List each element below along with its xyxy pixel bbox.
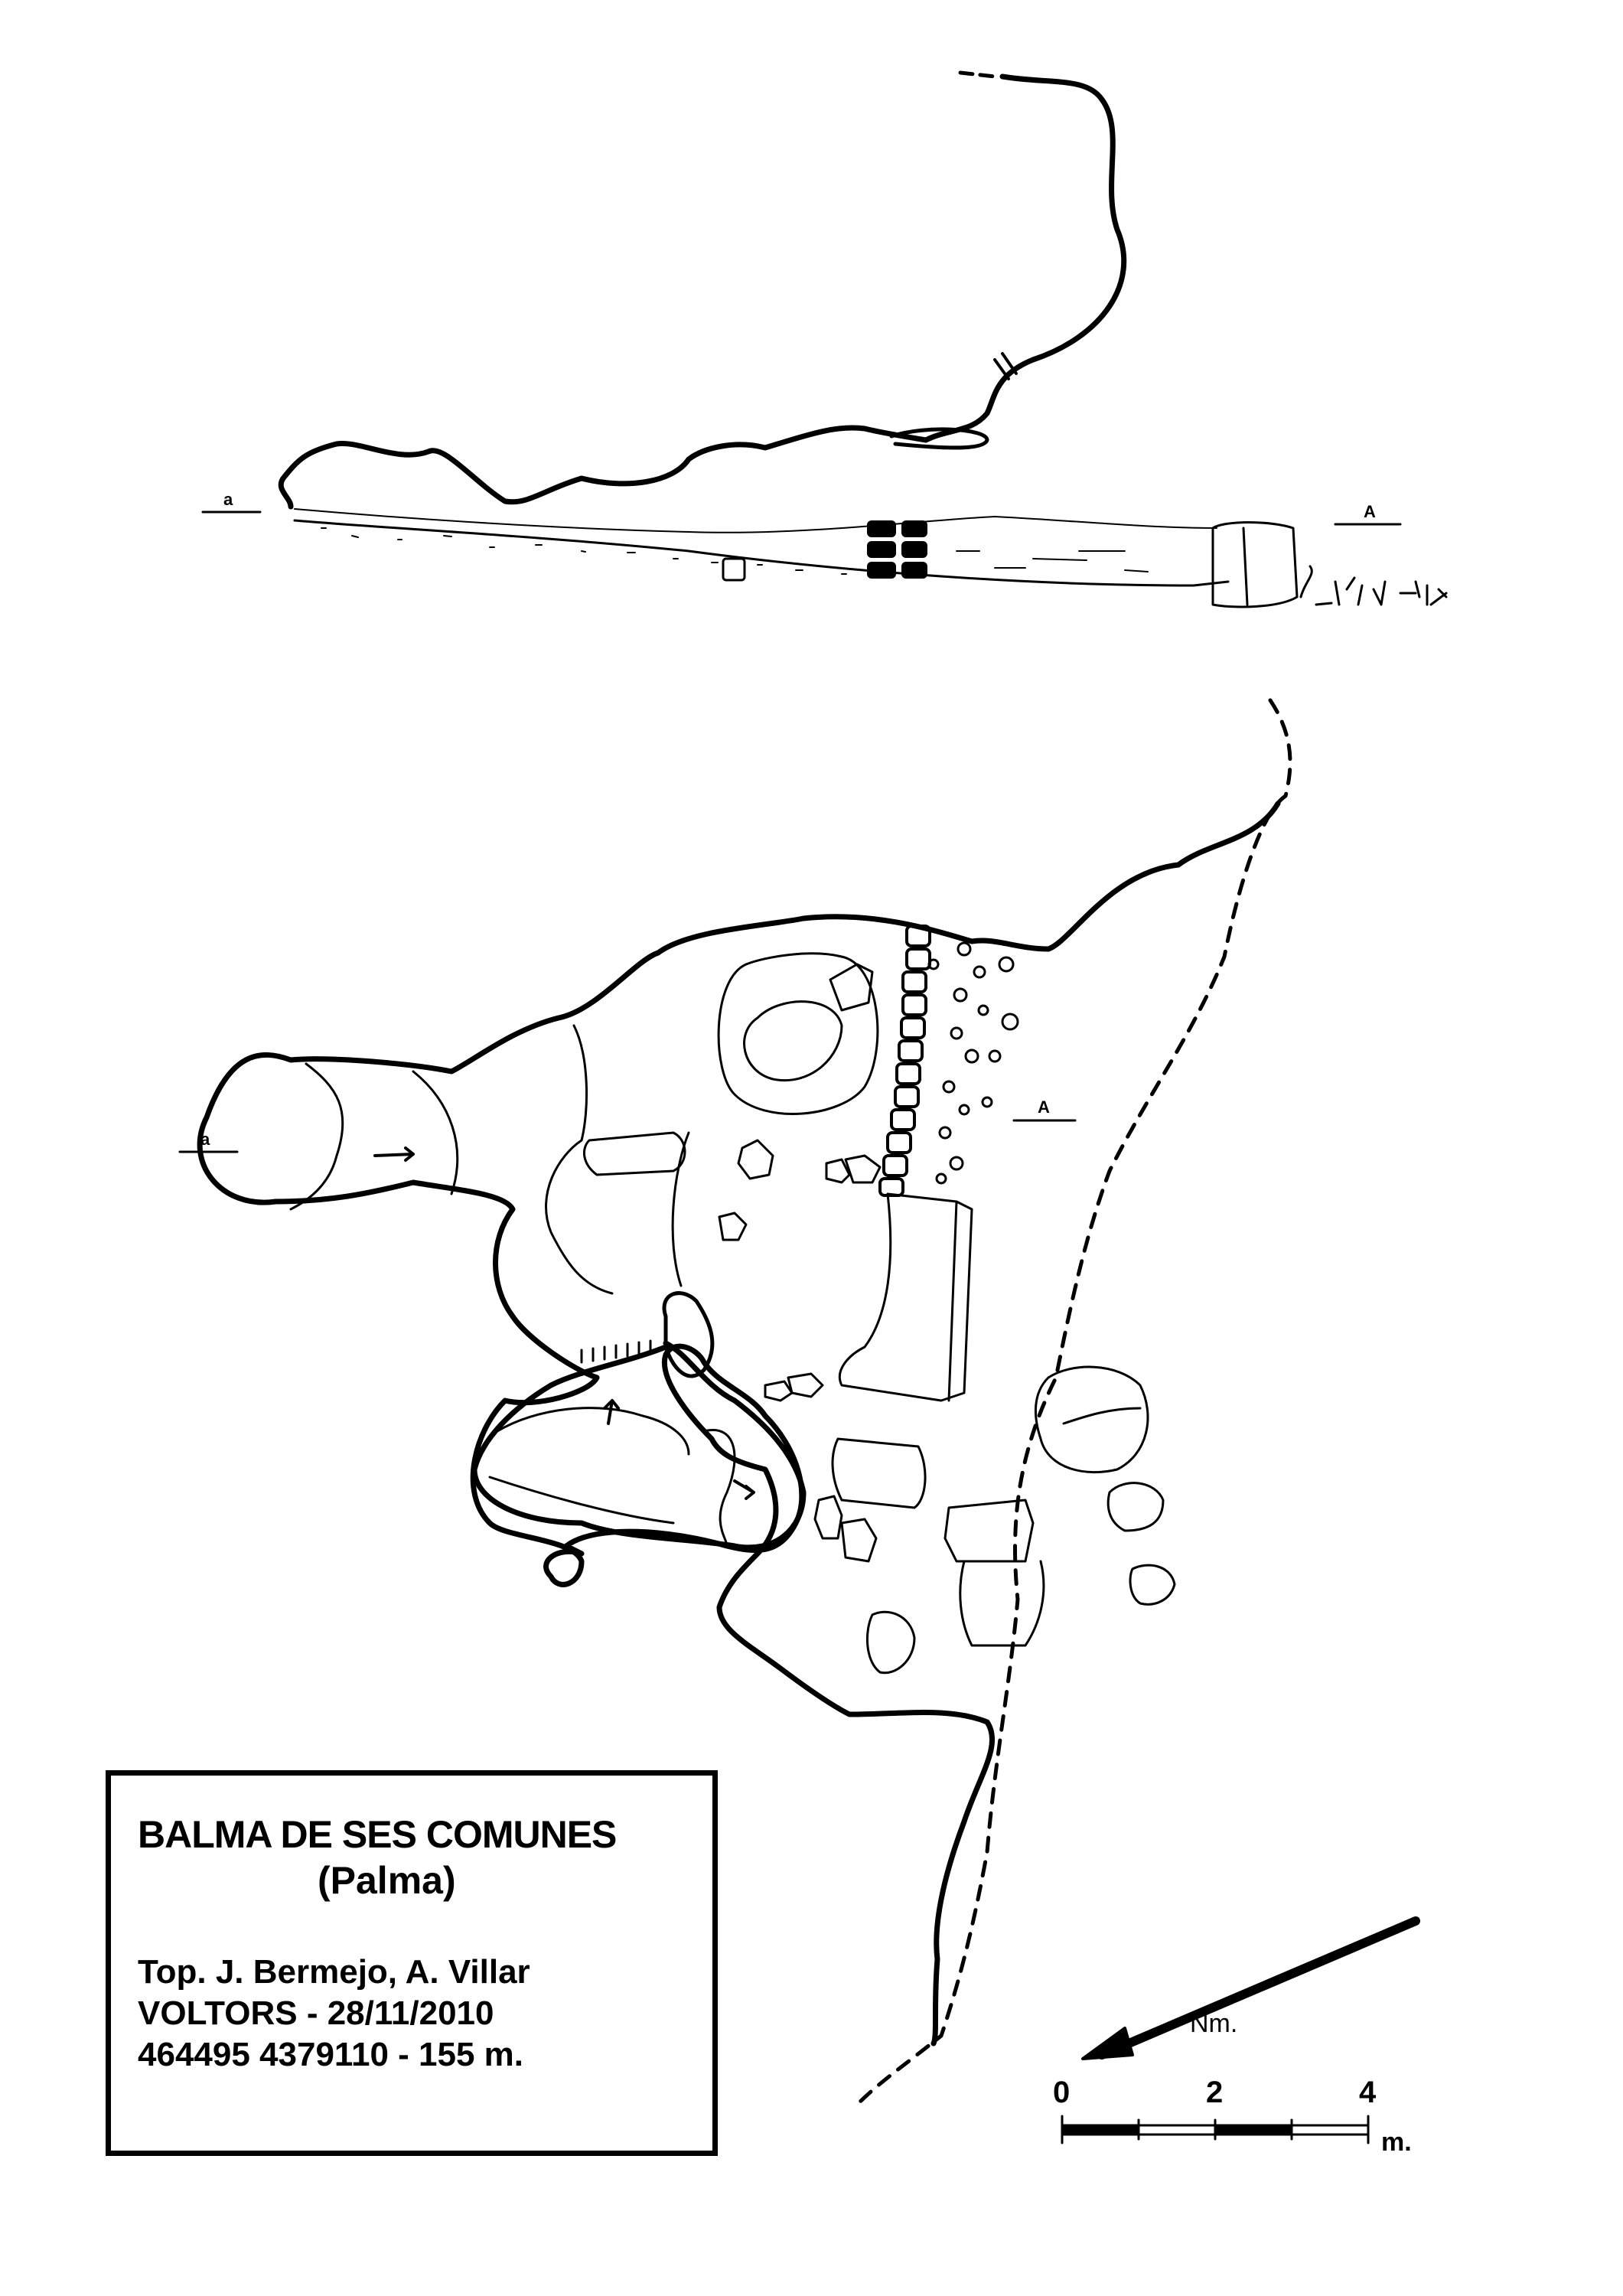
plan-arrow-1 [373,1146,415,1162]
plan-arrow-3 [733,1479,755,1500]
profile-floor-band [294,508,1217,533]
scale-unit: m. [1381,2128,1412,2157]
title-box: BALMA DE SES COMUNES (Palma) Top. J. Ber… [106,1770,718,2156]
plan-gallery-line-1 [545,1024,614,1295]
plan-step-hatch [580,1339,652,1364]
profile-loop [889,427,989,450]
profile-ceiling-line [278,73,1127,510]
profile-stone-wall [867,520,927,579]
profile-speckles [321,527,1149,575]
scale-tick-4: 4 [1359,2076,1377,2109]
plan-rubble [927,941,1019,1185]
plan-lower-chamber-inner [488,1407,736,1548]
scale-bar-graphic [1061,2115,1370,2144]
plan-pillar-rock [662,1291,715,1378]
topography-credit: Top. J. Bermejo, A. Villar [138,1953,530,1991]
plan-gallery-line-2 [671,1131,690,1287]
coordinates: 464495 4379110 - 155 m. [138,2036,524,2073]
profile-dashed-start [958,70,997,79]
plan-dripline-dashed [855,698,1292,2107]
profile-pinch [993,352,1018,380]
north-label: Nm. [1190,2009,1238,2038]
plan-left-chamber [289,1062,344,1211]
plan-arrow-2 [603,1399,620,1425]
plan-chamber-divide [412,1070,459,1195]
profile-floor-line [293,519,1230,587]
north-arrow-icon [1081,1916,1420,2060]
plan-outer-wall [197,801,1281,2047]
plan-marker-A: A [1038,1097,1050,1117]
municipality: (Palma) [318,1859,456,1902]
plan-view [197,698,1292,2107]
plan-marker-a: a [200,1130,210,1149]
plan-stone-wall [878,925,931,1197]
cave-name: BALMA DE SES COMUNES [138,1813,617,1856]
group-date: VOLTORS - 28/11/2010 [138,1994,494,2032]
scale-tick-2: 2 [1206,2076,1224,2109]
profile-stone [722,557,746,582]
profile-marker-a: a [223,490,233,509]
scale-tick-0: 0 [1053,2076,1071,2109]
plan-rocks [582,952,1176,1675]
plan-lower-chamber [471,1340,807,1551]
profile-vegetation [1299,565,1448,606]
profile-section [278,70,1448,608]
profile-entrance-block [1211,521,1299,608]
profile-marker-A: A [1364,502,1376,521]
